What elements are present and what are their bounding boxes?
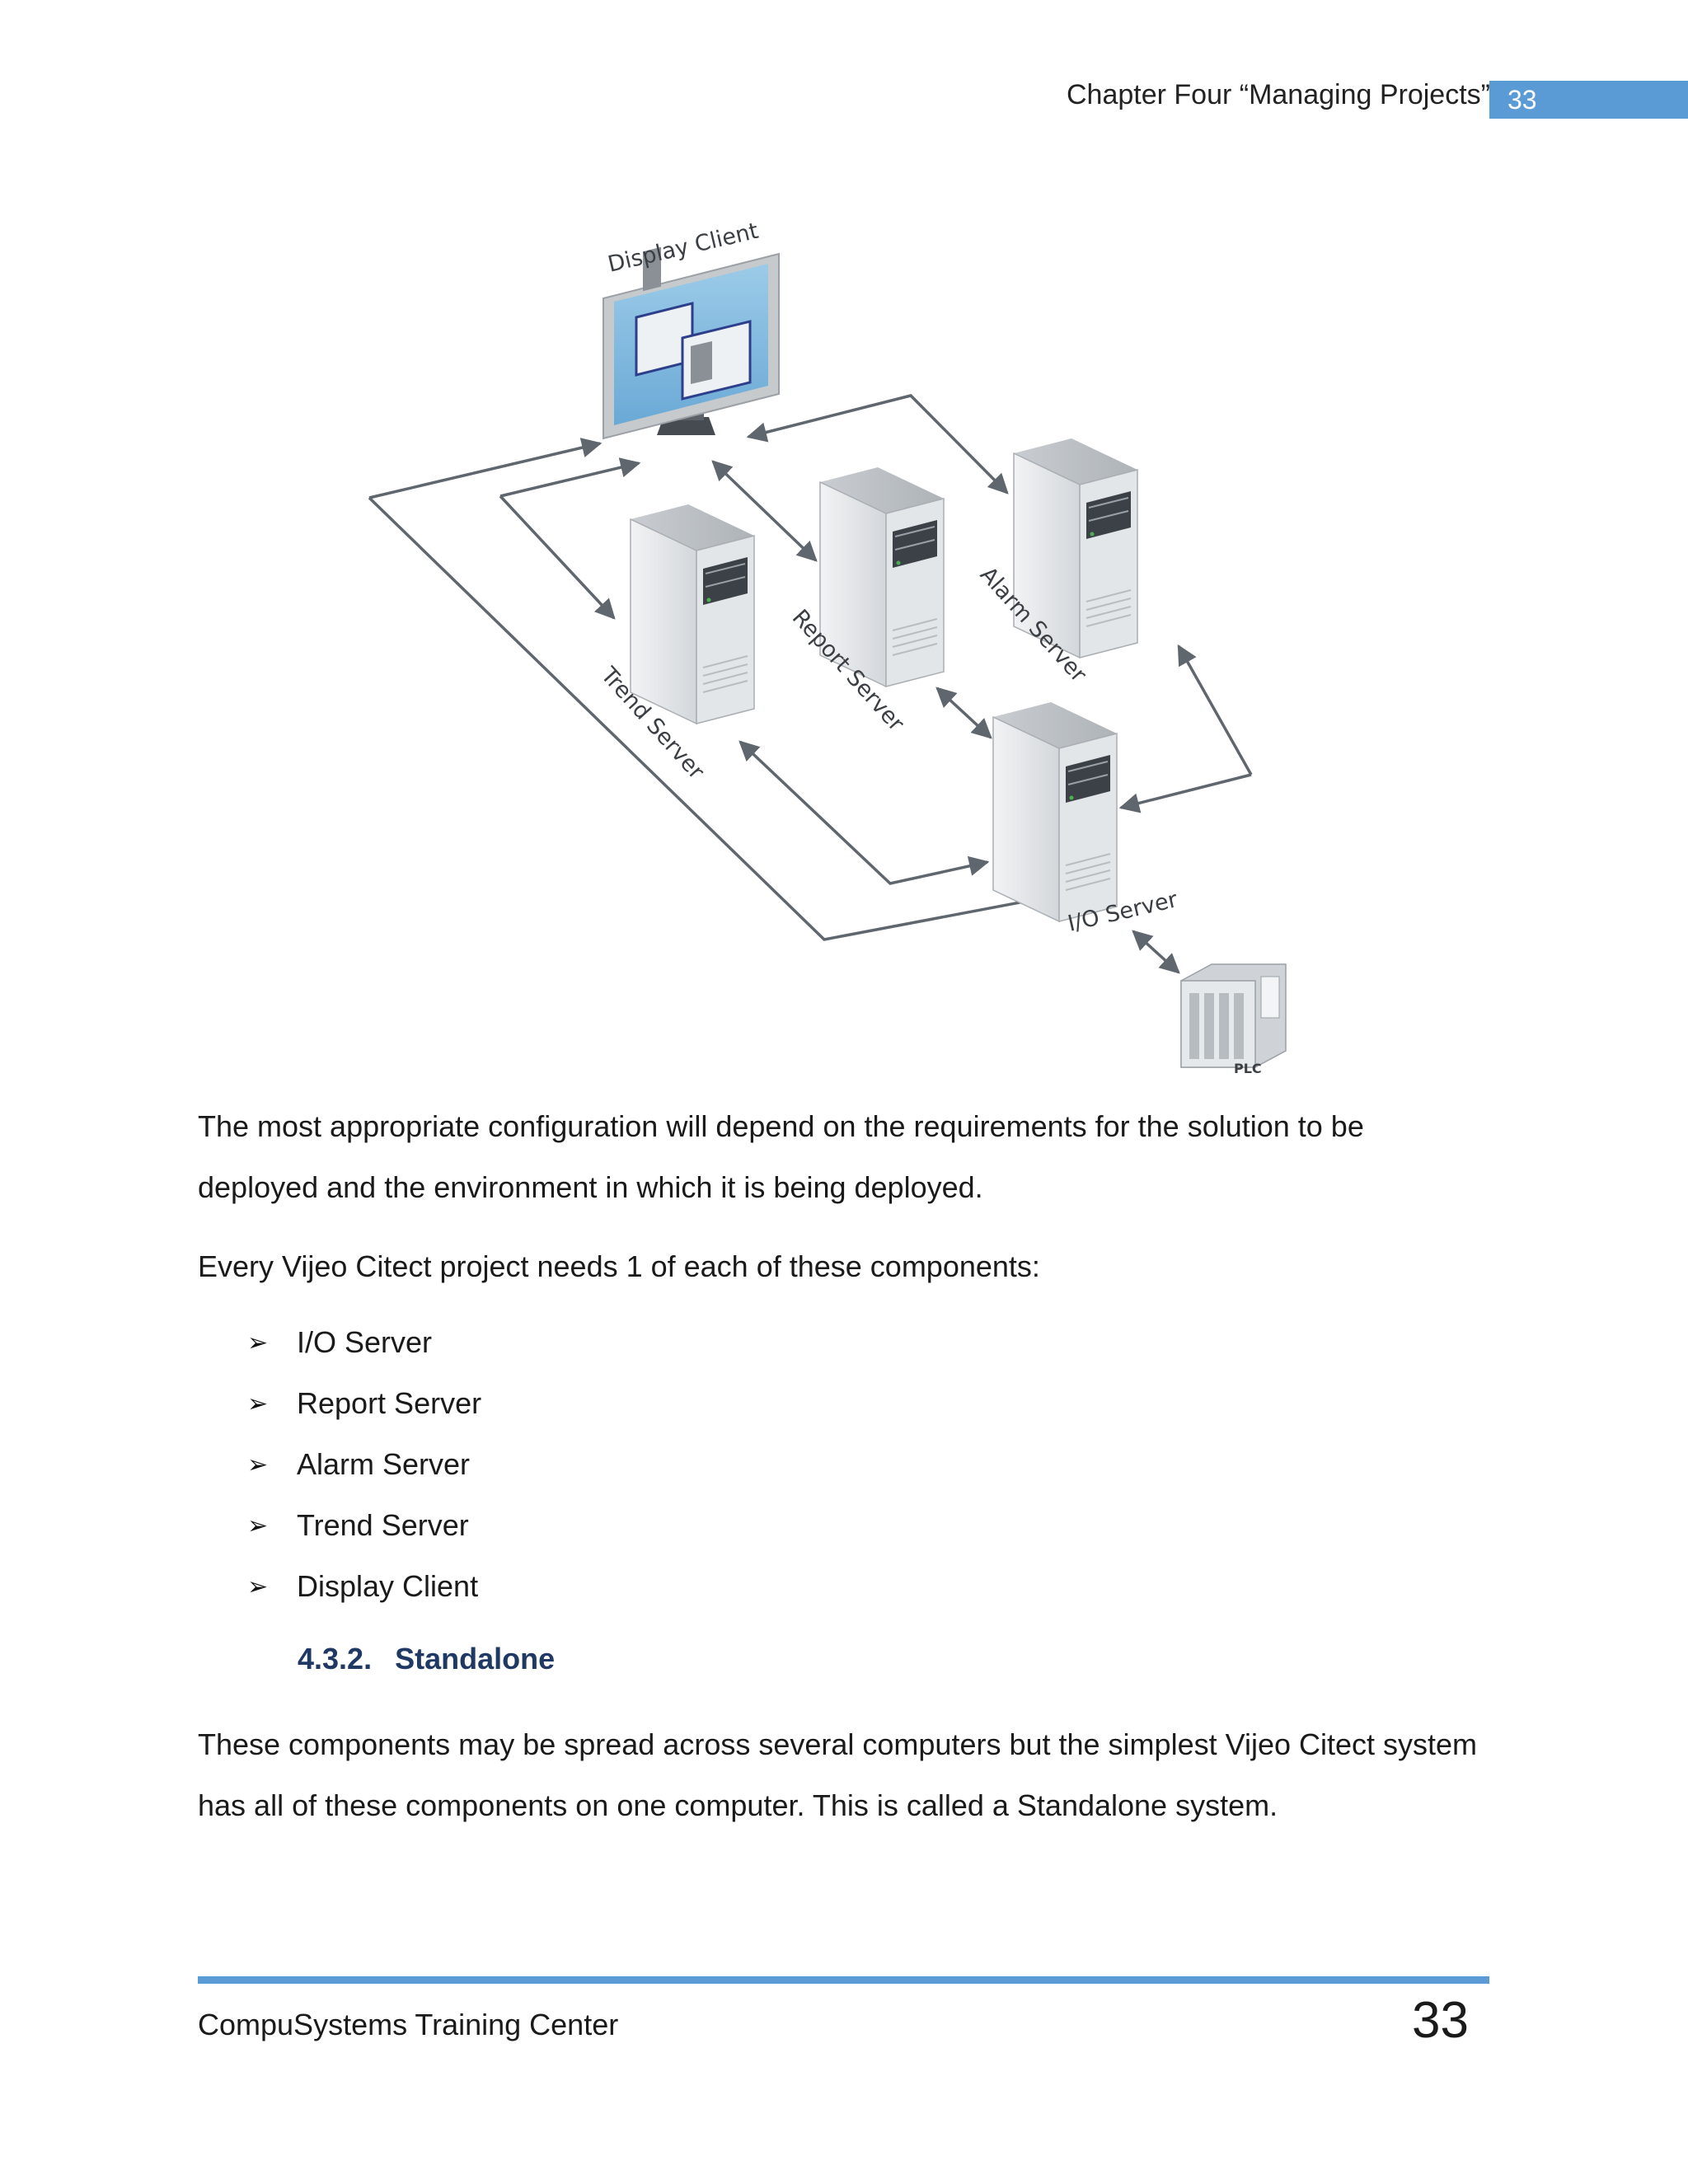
paragraph-components-intro: Every Vijeo Citect project needs 1 of ea… bbox=[198, 1249, 1040, 1283]
section-number: 4.3.2. bbox=[298, 1642, 373, 1675]
list-item: ➢I/O Server bbox=[247, 1325, 433, 1359]
section-heading-standalone: 4.3.2. Standalone bbox=[298, 1642, 555, 1676]
arrow-bullet-icon: ➢ bbox=[247, 1572, 269, 1601]
paragraph-standalone: These components may be spread across se… bbox=[198, 1727, 1478, 1822]
footer-divider bbox=[198, 1976, 1489, 1984]
arrow-bullet-icon: ➢ bbox=[247, 1329, 269, 1357]
section-title: Standalone bbox=[395, 1642, 556, 1675]
list-item: ➢Report Server bbox=[247, 1386, 482, 1420]
report-server-tower bbox=[819, 467, 945, 688]
list-item: ➢Trend Server bbox=[247, 1508, 469, 1542]
network-diagram: Display Client Trend Server Report Serve… bbox=[368, 218, 1287, 1076]
header-page-number: 33 bbox=[1489, 81, 1688, 119]
footer-organization: CompuSystems Training Center bbox=[198, 2008, 619, 2041]
display-client-monitor bbox=[603, 246, 780, 440]
paragraph-configuration: The most appropriate configuration will … bbox=[198, 1109, 1364, 1204]
arrow-bullet-icon: ➢ bbox=[247, 1390, 269, 1418]
alarm-server-tower bbox=[1013, 438, 1138, 659]
footer-page-number: 33 bbox=[1412, 1992, 1469, 2049]
list-item: ➢Alarm Server bbox=[247, 1447, 471, 1481]
component-list: ➢I/O Server ➢Report Server ➢Alarm Server… bbox=[247, 1312, 481, 1617]
arrow-bullet-icon: ➢ bbox=[247, 1511, 269, 1540]
label-plc: PLC bbox=[1234, 1061, 1262, 1076]
plc-device bbox=[1180, 963, 1287, 1068]
list-item: ➢Display Client bbox=[247, 1569, 479, 1603]
arrow-bullet-icon: ➢ bbox=[247, 1451, 269, 1479]
chapter-title: Chapter Four “Managing Projects” bbox=[1066, 79, 1490, 110]
io-server-tower bbox=[992, 702, 1118, 923]
connection-arrows bbox=[368, 394, 1253, 974]
trend-server-tower bbox=[630, 504, 755, 725]
